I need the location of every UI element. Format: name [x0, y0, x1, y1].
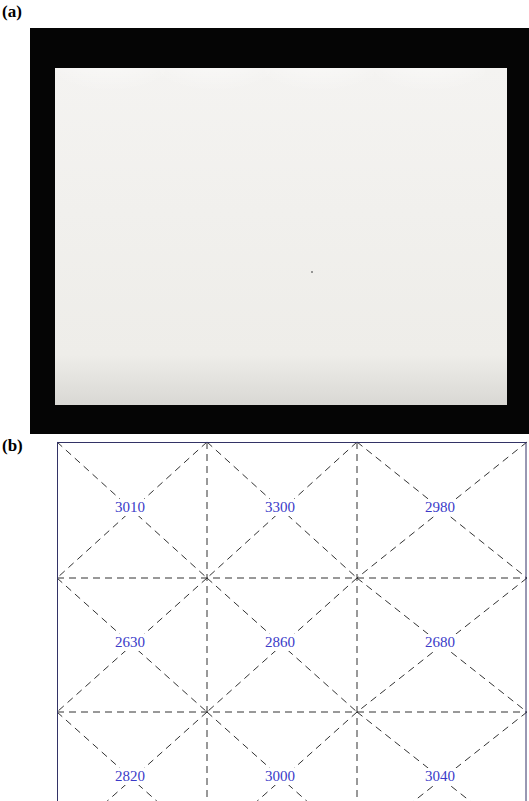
- cell-value: 2630: [113, 634, 147, 651]
- dashed-grid-line: [57, 712, 207, 801]
- lamp-glows: [55, 68, 485, 108]
- cell-value: 2980: [423, 499, 457, 516]
- dashed-grid-line: [207, 442, 208, 801]
- dashed-grid-line: [57, 442, 207, 578]
- photo-frame: [30, 28, 529, 434]
- panel-label: (a): [2, 3, 22, 20]
- dashed-grid-line: [57, 578, 527, 579]
- light-panel: [55, 68, 507, 405]
- dashed-grid-line: [207, 442, 357, 578]
- dashed-grid-line: [57, 442, 207, 578]
- measurement-grid: [57, 442, 527, 801]
- dashed-grid-line: [57, 712, 207, 801]
- light-box-photo: [30, 28, 529, 434]
- dashed-grid-line: [357, 578, 527, 712]
- cell-value: 3300: [263, 499, 297, 516]
- dashed-grid-line: [207, 442, 357, 578]
- cell-value: 3000: [263, 768, 297, 785]
- dashed-grid-line: [357, 442, 358, 801]
- cell-value: 2680: [423, 634, 457, 651]
- grid-border: [58, 443, 527, 801]
- dashed-grid-line: [207, 578, 357, 712]
- panel-label: (b): [2, 437, 23, 454]
- cell-value: 2820: [113, 768, 147, 785]
- dashed-grid-line: [357, 442, 527, 578]
- cell-value: 3010: [113, 499, 147, 516]
- dashed-grid-line: [57, 578, 207, 712]
- dashed-grid-line: [357, 712, 527, 801]
- dashed-grid-line: [357, 578, 527, 712]
- cell-value: 2860: [263, 634, 297, 651]
- dashed-grid-line: [357, 442, 527, 578]
- dashed-grid-line: [207, 712, 357, 801]
- dashed-grid-line: [57, 712, 527, 713]
- dashed-grid-line: [357, 712, 527, 801]
- cell-value: 3040: [423, 768, 457, 785]
- dashed-grid-line: [207, 712, 357, 801]
- dashed-grid-line: [57, 578, 207, 712]
- dashed-grid-line: [207, 578, 357, 712]
